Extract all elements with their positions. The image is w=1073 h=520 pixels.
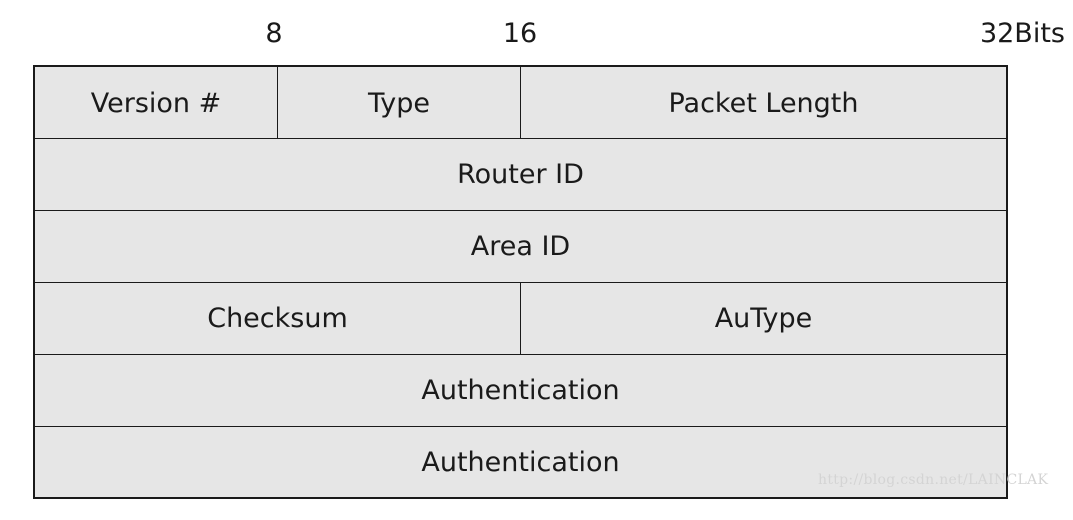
field-router-id: Router ID bbox=[457, 159, 584, 190]
bit-marker-8: 8 bbox=[265, 18, 283, 49]
field-checksum: Checksum bbox=[35, 283, 521, 354]
header-row-3: Area ID bbox=[35, 210, 1006, 282]
header-row-6: Authentication bbox=[35, 426, 1006, 498]
ospf-header-diagram: Version # Type Packet Length Router ID A… bbox=[33, 65, 1008, 499]
watermark: http://blog.csdn.net/LAINCLAK bbox=[818, 472, 1049, 488]
header-row-2: Router ID bbox=[35, 138, 1006, 210]
field-packet-length: Packet Length bbox=[668, 87, 859, 119]
field-area-id: Area ID bbox=[470, 231, 571, 262]
field-type: Type bbox=[278, 67, 521, 139]
field-authentication-2: Authentication bbox=[421, 447, 620, 478]
bit-marker-32: 32Bits bbox=[979, 18, 1065, 49]
field-authentication-1: Authentication bbox=[421, 375, 620, 406]
field-autype: AuType bbox=[714, 303, 813, 334]
bit-marker-16: 16 bbox=[502, 18, 538, 49]
header-row-4: Checksum AuType bbox=[35, 282, 1006, 354]
header-row-5: Authentication bbox=[35, 354, 1006, 426]
field-version: Version # bbox=[35, 67, 278, 139]
header-row-1: Version # Type Packet Length bbox=[35, 67, 1006, 139]
